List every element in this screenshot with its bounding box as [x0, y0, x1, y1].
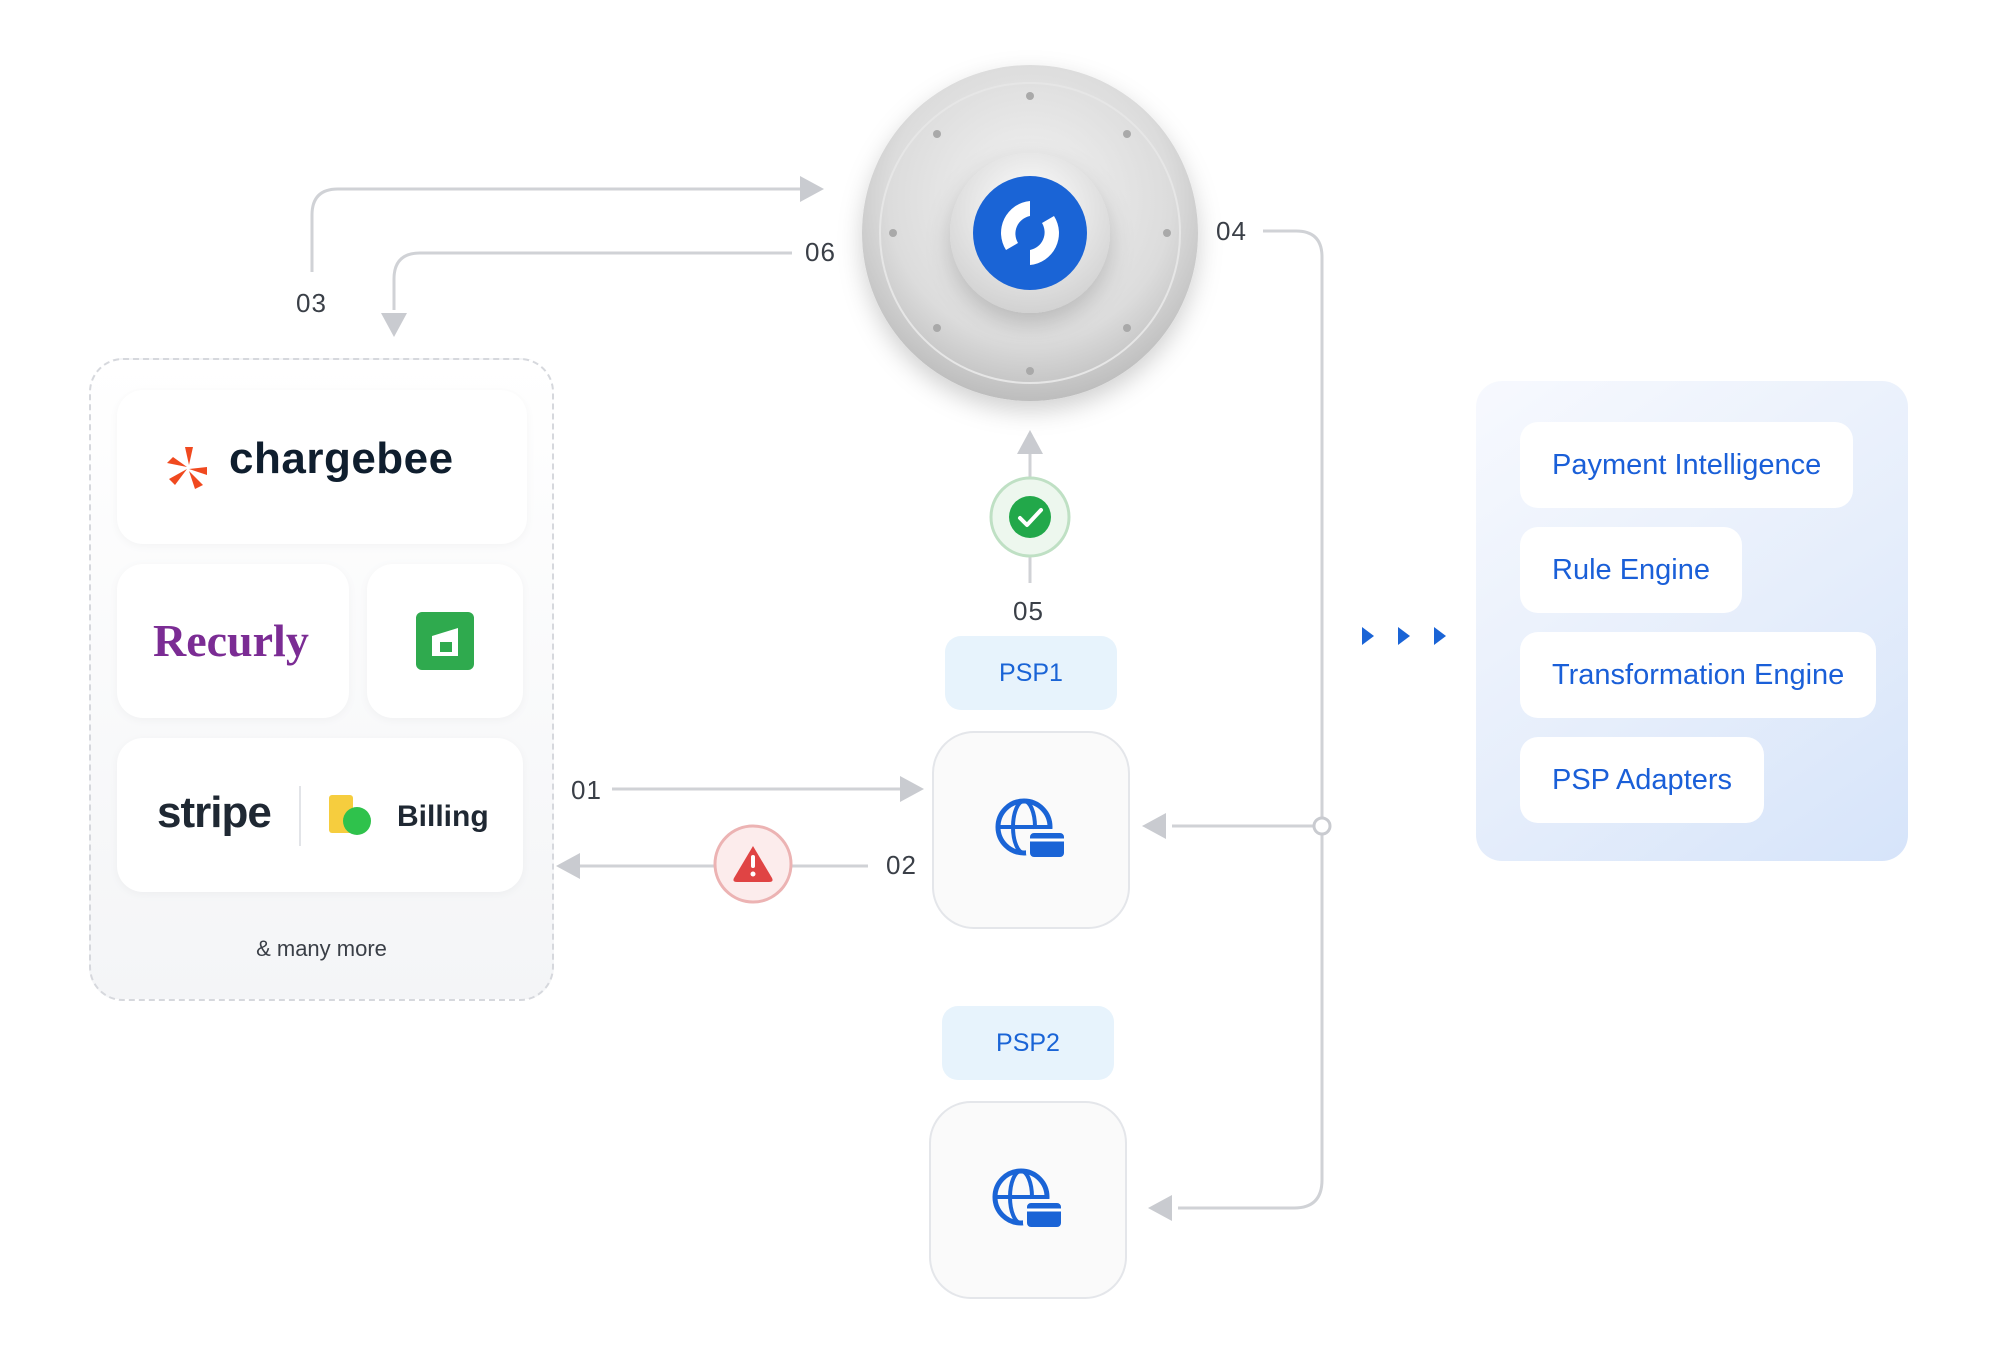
psp2-label: PSP2 — [942, 1006, 1114, 1080]
globe-card-icon — [992, 1168, 1065, 1231]
stripe-wordmark: stripe — [157, 788, 272, 837]
feature-transformation-engine: Transformation Engine — [1520, 632, 1877, 718]
flow-indicator — [1362, 627, 1446, 645]
connector-04 — [1178, 229, 1324, 1210]
stripe-billing-icon — [329, 795, 371, 835]
arrowhead-04-psp1 — [1142, 813, 1166, 839]
globe-card-icon — [995, 798, 1068, 861]
error-badge — [713, 824, 793, 904]
stripe-divider — [299, 786, 301, 846]
psp2-card — [929, 1101, 1127, 1299]
billing-platforms-group: chargebee Recurly stripe Billing — [89, 358, 554, 1001]
branch-node — [1312, 816, 1332, 836]
green-app-tile — [367, 564, 523, 718]
step-label-01: 01 — [571, 775, 602, 805]
recurly-tile: Recurly — [117, 564, 349, 718]
chargebee-logo-icon — [167, 447, 207, 489]
step-label-06: 06 — [805, 237, 836, 267]
feature-rule-engine: Rule Engine — [1520, 527, 1742, 613]
hub — [862, 65, 1198, 401]
arrowhead-02 — [556, 853, 580, 879]
feature-psp-adapters: PSP Adapters — [1520, 737, 1765, 823]
features-panel: Payment Intelligence Rule Engine Transfo… — [1476, 381, 1908, 861]
green-app-logo-icon — [416, 612, 474, 670]
stripe-tile: stripe Billing — [117, 738, 523, 892]
stripe-billing-label: Billing — [397, 800, 489, 833]
arrowhead-05 — [1017, 430, 1043, 454]
many-more-text: & many more — [256, 936, 387, 961]
arrowhead-01 — [900, 776, 924, 802]
arrowhead-06 — [381, 313, 407, 337]
arrowhead-03 — [800, 176, 824, 202]
chargebee-tile: chargebee — [117, 390, 527, 544]
hub-screws — [889, 92, 1171, 375]
step-label-04: 04 — [1216, 216, 1247, 246]
feature-payment-intelligence: Payment Intelligence — [1520, 422, 1854, 508]
connector-03 — [310, 187, 800, 272]
psp1-label: PSP1 — [945, 636, 1117, 710]
success-badge — [989, 476, 1071, 558]
step-label-05: 05 — [1013, 596, 1044, 626]
step-label-03: 03 — [296, 288, 327, 318]
refresh-logo-icon — [973, 176, 1087, 290]
connector-06 — [392, 251, 792, 310]
step-label-02: 02 — [886, 850, 917, 880]
check-icon — [1018, 508, 1043, 527]
recurly-wordmark: Recurly — [153, 615, 309, 666]
psp1-card — [932, 731, 1130, 929]
arrowhead-04-psp2 — [1148, 1195, 1172, 1221]
chargebee-wordmark: chargebee — [229, 434, 454, 483]
